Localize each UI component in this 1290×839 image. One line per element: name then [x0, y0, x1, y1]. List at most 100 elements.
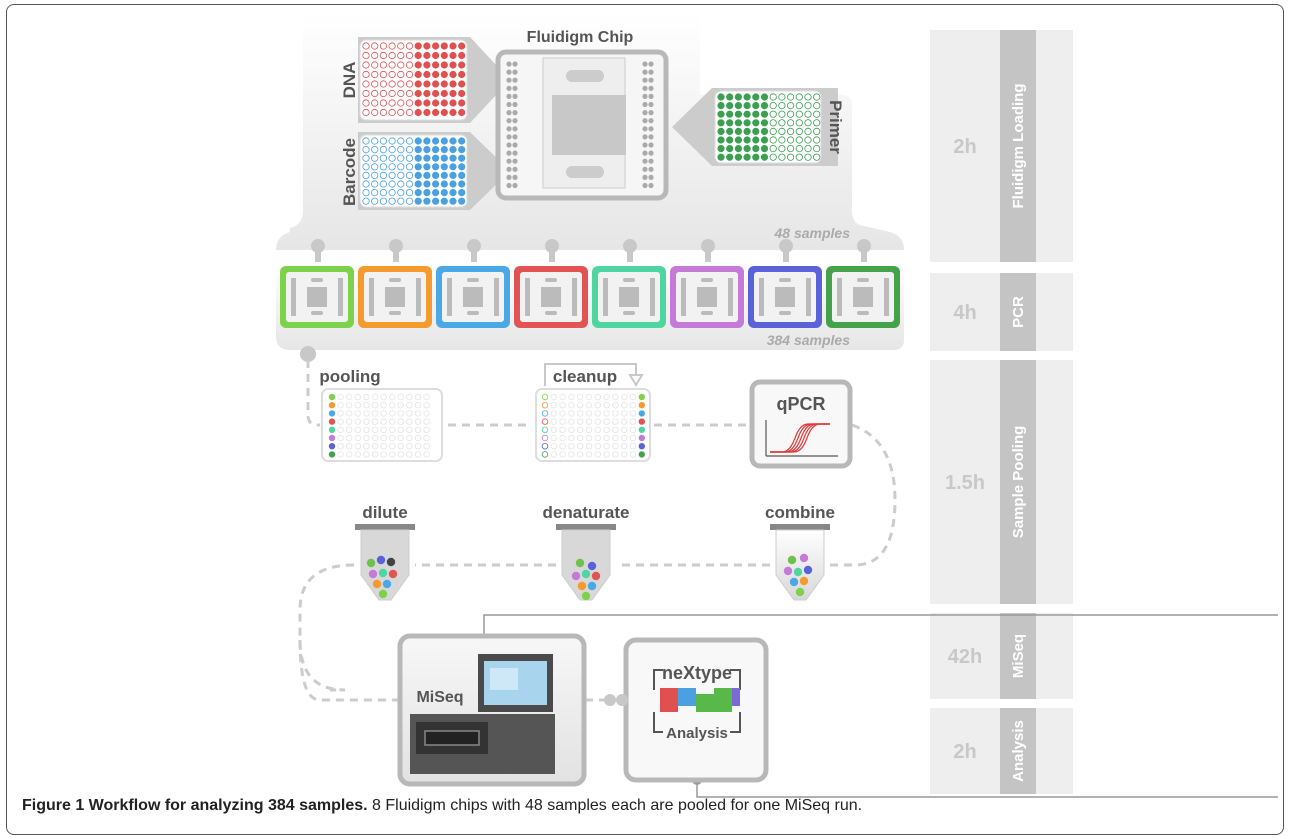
tube-dot	[789, 577, 799, 587]
well	[440, 51, 448, 60]
pool-well	[328, 426, 336, 433]
cleanup-well	[577, 402, 584, 409]
samples-384-label: 384 samples	[767, 332, 850, 348]
chip-well	[506, 150, 512, 156]
pool-well	[346, 402, 353, 409]
stage-name-pcr: PCR	[1010, 296, 1027, 328]
pcr-chip-row	[280, 266, 900, 328]
pool-well	[423, 443, 430, 450]
pcr-chip-center	[307, 287, 327, 307]
well	[431, 180, 440, 188]
chip-well	[648, 85, 654, 91]
chip-well	[512, 182, 518, 189]
well	[423, 171, 431, 179]
chip-well	[506, 166, 512, 172]
well	[440, 80, 448, 88]
well	[405, 137, 414, 145]
well	[414, 89, 422, 98]
well	[813, 119, 821, 127]
well	[414, 99, 422, 107]
pool-well	[328, 451, 336, 458]
pool-well	[354, 451, 361, 458]
cleanup-well	[541, 434, 549, 442]
pool-well	[337, 426, 344, 433]
pool-well	[363, 443, 370, 450]
well	[804, 127, 812, 135]
well	[795, 119, 803, 127]
well	[778, 93, 786, 101]
well	[423, 163, 431, 171]
chip-well	[506, 69, 512, 75]
figure-frame	[6, 4, 1284, 835]
well	[405, 146, 414, 154]
cleanup-well	[550, 393, 557, 401]
tube-dot	[575, 558, 585, 568]
well	[423, 42, 431, 50]
well	[371, 70, 379, 79]
cleanup-well	[541, 410, 549, 417]
well	[362, 180, 370, 188]
miseq-drawer-handle	[424, 730, 480, 746]
well	[786, 93, 795, 101]
well	[449, 154, 457, 162]
well	[786, 145, 795, 153]
primer-plate: Primer	[672, 88, 845, 166]
well	[423, 197, 431, 205]
pcr-chip-strip-right	[572, 278, 577, 316]
tube-dot	[376, 555, 386, 565]
chip-well	[648, 118, 654, 124]
barcode-plate-body	[359, 134, 468, 208]
well	[449, 80, 457, 88]
well	[726, 136, 734, 144]
pool-well	[371, 434, 379, 442]
well	[371, 154, 379, 162]
pool-well	[328, 434, 336, 442]
tube-dot	[378, 589, 388, 599]
well	[440, 189, 448, 197]
tube-dot	[591, 571, 601, 581]
well	[371, 80, 379, 88]
well	[458, 61, 466, 69]
well	[397, 80, 405, 88]
pcr-chip-strip-right	[650, 278, 655, 316]
chip-connector	[315, 248, 321, 264]
chip-well	[642, 158, 648, 164]
cleanup-well	[638, 410, 645, 417]
pool-well	[346, 434, 353, 442]
nextype-side-dot	[616, 694, 628, 706]
pool-well	[414, 451, 422, 458]
well	[743, 102, 751, 110]
dna-wells	[362, 42, 466, 117]
figure-caption: Figure 1 Workflow for analyzing 384 samp…	[22, 797, 862, 815]
well	[431, 42, 440, 50]
well	[371, 171, 379, 179]
well	[743, 93, 751, 101]
well	[371, 51, 379, 60]
well	[458, 42, 466, 50]
well	[743, 145, 751, 153]
chip-well	[512, 142, 518, 148]
well	[458, 51, 466, 60]
well	[405, 70, 414, 79]
cleanup-well	[629, 402, 637, 409]
nextype-block-red	[660, 688, 678, 712]
chip-well	[512, 110, 518, 116]
well	[440, 99, 448, 107]
pcr-chip-strip-right	[494, 278, 499, 316]
combine-label: combine	[765, 503, 835, 522]
chip-well	[648, 158, 654, 164]
chip-bottom-slot	[566, 166, 604, 178]
chip-well	[512, 174, 518, 180]
chip-well	[648, 101, 654, 108]
pcr-chip-slot-bottom	[545, 311, 557, 315]
qpcr-curve-5	[770, 423, 830, 453]
qpcr-label: qPCR	[777, 394, 826, 414]
chip-well	[506, 142, 512, 148]
pool-well	[423, 402, 430, 409]
flow-path-7	[298, 563, 355, 692]
well	[379, 89, 387, 98]
cleanup-well	[594, 393, 601, 401]
tube-dot	[382, 579, 392, 589]
tube-group	[355, 524, 830, 601]
pcr-chip-slot-top	[389, 278, 401, 282]
